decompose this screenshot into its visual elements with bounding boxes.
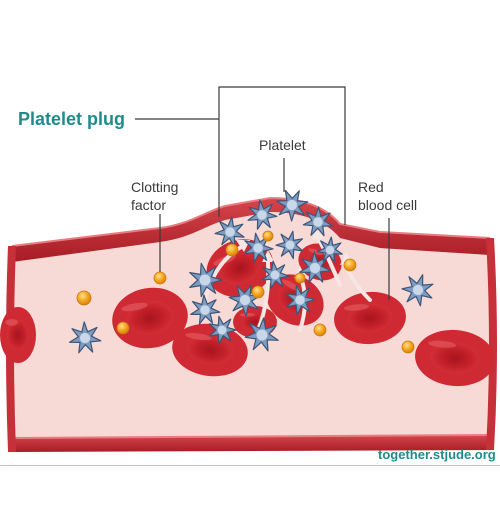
platelet bbox=[214, 216, 245, 247]
platelet bbox=[316, 236, 343, 263]
vessel-right-edge bbox=[486, 238, 497, 450]
platelet-label: Platelet bbox=[259, 137, 306, 153]
platelet-plug-label: Platelet plug bbox=[18, 109, 126, 129]
brand-url: together.stjude.org bbox=[378, 447, 496, 462]
platelet bbox=[244, 317, 279, 352]
platelet bbox=[208, 315, 237, 345]
platelet bbox=[247, 199, 278, 230]
platelet bbox=[189, 262, 223, 298]
platelet-plug-callout-box bbox=[218, 86, 346, 225]
platelets bbox=[68, 189, 434, 354]
red-blood-cell-label: Red blood cell bbox=[358, 179, 418, 213]
clotting-factor-dot bbox=[401, 340, 415, 354]
red-blood-cell bbox=[112, 287, 188, 349]
clotting-factor-dot bbox=[116, 321, 130, 335]
red-blood-cell bbox=[334, 291, 406, 345]
vessel-wall-bottom bbox=[12, 435, 490, 452]
vessel-wall-bottom-edge bbox=[11, 434, 491, 439]
red-blood-cell bbox=[415, 329, 495, 387]
clotting-factor-dot bbox=[313, 323, 327, 337]
vessel-wall-top bbox=[12, 198, 490, 262]
clotting-factor-dot bbox=[294, 272, 306, 284]
clotting-factor-dot bbox=[153, 271, 167, 285]
clotting-factor-dot bbox=[343, 258, 357, 272]
clotting-factor-dot bbox=[225, 243, 239, 257]
platelet bbox=[275, 230, 304, 260]
platelet bbox=[302, 206, 334, 237]
platelet bbox=[190, 294, 221, 325]
flow-arrow bbox=[203, 243, 247, 302]
clotting-factors bbox=[76, 230, 415, 354]
platelet bbox=[401, 274, 434, 307]
vessel-wall-top-highlight bbox=[11, 196, 491, 247]
footer-divider bbox=[0, 465, 500, 466]
platelet bbox=[261, 260, 290, 289]
clotting-factor-dot bbox=[262, 230, 274, 242]
clotting-factor-dot bbox=[76, 290, 92, 306]
clotting-factor-dot bbox=[251, 285, 265, 299]
platelet bbox=[68, 321, 102, 354]
platelet bbox=[285, 284, 316, 316]
clotting-factor-label: Clotting factor bbox=[131, 179, 179, 213]
platelet bbox=[275, 189, 309, 222]
red-blood-cell bbox=[0, 307, 36, 363]
